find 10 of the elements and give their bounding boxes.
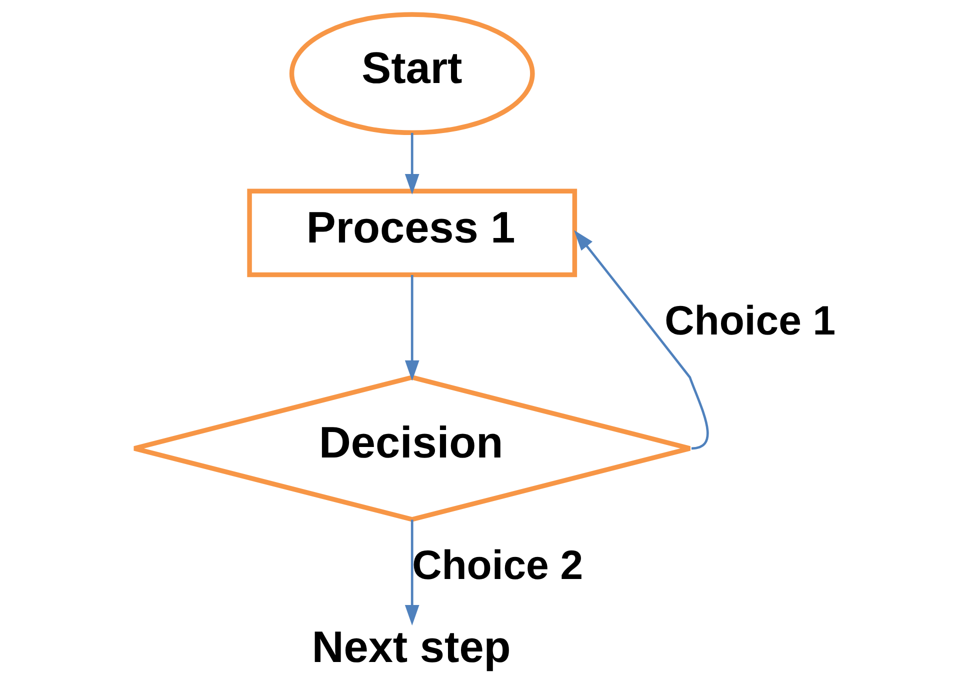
edge-label: Choice 2 — [412, 542, 583, 588]
node-diamond: Decision — [131, 374, 692, 522]
arrow — [404, 132, 419, 195]
node-text: Next step — [311, 623, 510, 672]
edge-label: Choice 1 — [664, 297, 836, 344]
node-box: Process 1 — [246, 188, 577, 278]
node-ellipse: Start — [288, 12, 534, 136]
arrow — [404, 274, 419, 381]
arrow — [574, 230, 708, 450]
arrow — [404, 520, 419, 626]
